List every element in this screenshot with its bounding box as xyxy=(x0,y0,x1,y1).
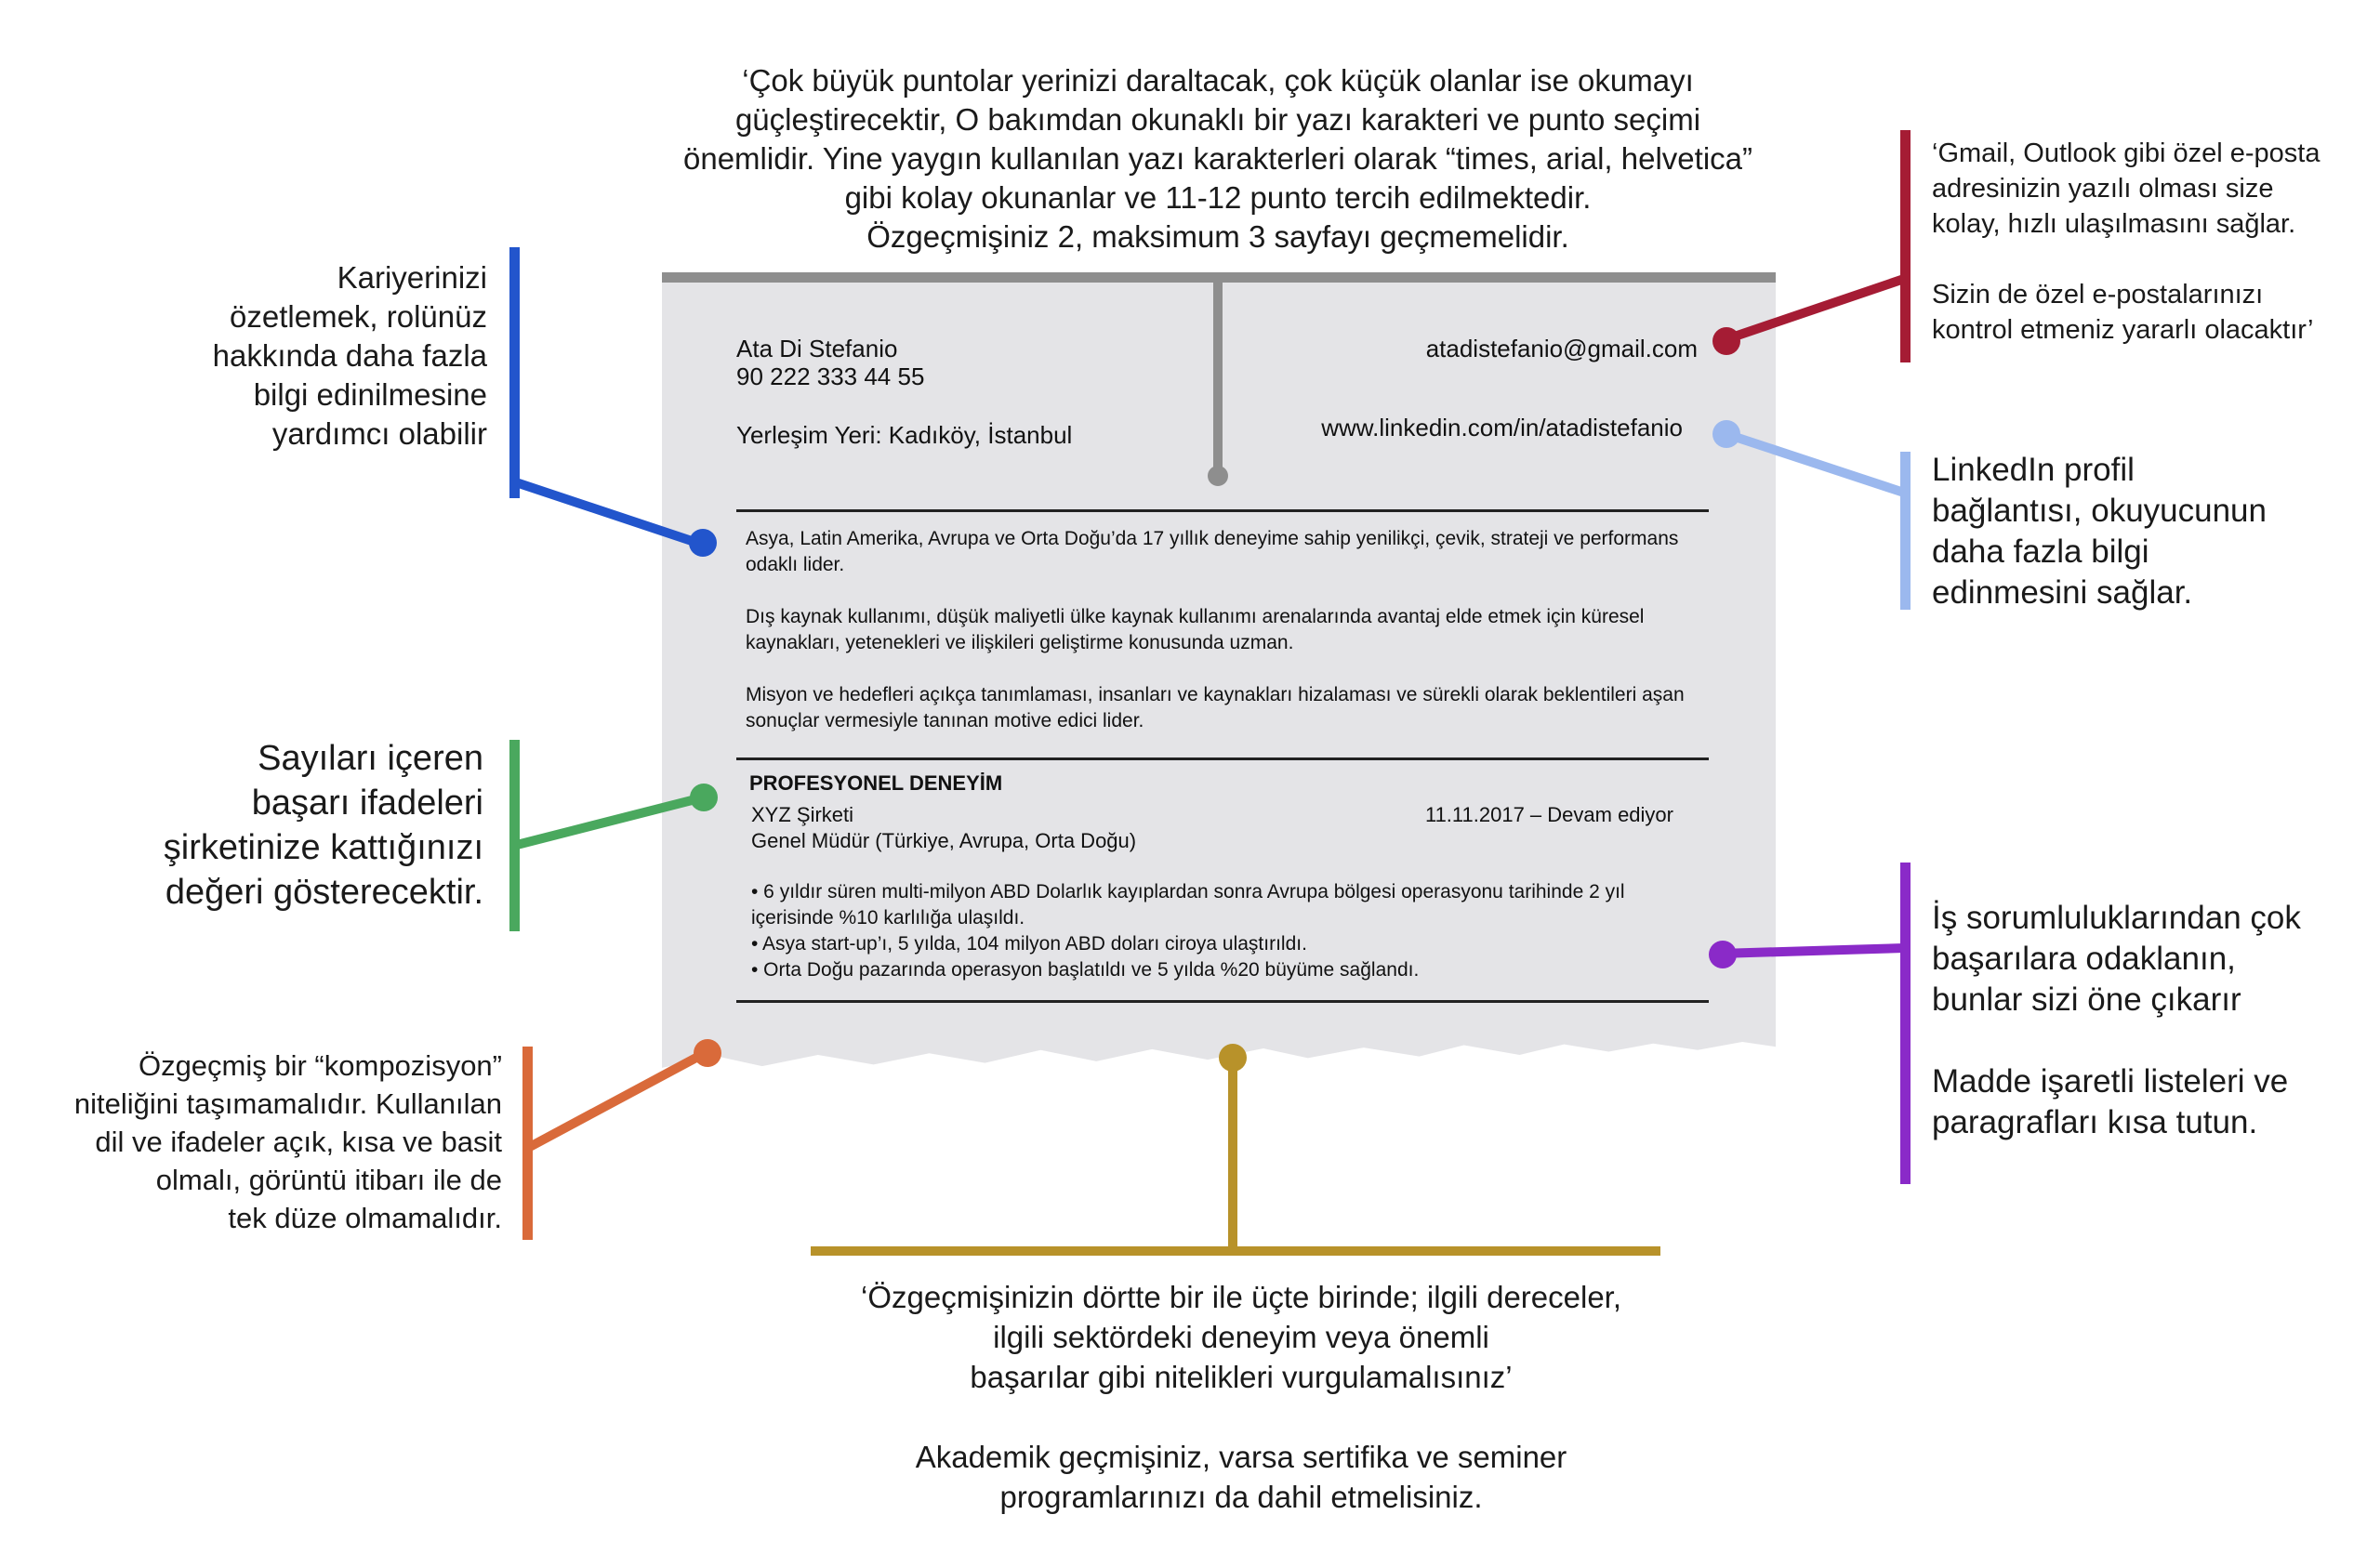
blue-dot xyxy=(689,529,717,557)
annotation-line: Sizin de özel e-postalarınızı xyxy=(1932,280,2264,310)
connector-lightblue xyxy=(1722,428,1906,497)
bullet-item: • 6 yıldır süren multi-milyon ABD Dolarl… xyxy=(751,881,1625,929)
lightblue-dot xyxy=(1712,420,1740,448)
annotation-line: gibi kolay okunanlar ve 11-12 punto terc… xyxy=(844,180,1592,215)
green-bar xyxy=(509,740,520,931)
annotation-line: değeri gösterecektir. xyxy=(165,873,483,912)
bullet-item: • Asya start-up’ı, 5 yılda, 104 milyon A… xyxy=(751,933,1307,955)
summary-paragraph: Asya, Latin Amerika, Avrupa ve Orta Doğu… xyxy=(746,528,1679,575)
company-name: XYZ Şirketi xyxy=(751,803,854,826)
bullet-item: • Orta Doğu pazarında operasyon başlatıl… xyxy=(751,959,1420,981)
green-dot xyxy=(690,784,718,811)
annotation-line: dil ve ifadeler açık, kısa ve basit xyxy=(95,1126,502,1158)
annotation-line: bilgi edinilmesine xyxy=(253,377,487,412)
annotation-line: ‘Çok büyük puntolar yerinizi daraltacak,… xyxy=(742,63,1694,98)
summary-paragraph: Dış kaynak kullanımı, düşük maliyetli ül… xyxy=(746,606,1645,653)
annotation-line: kontrol etmeniz yararlı olacaktır’ xyxy=(1932,315,2314,345)
annotation-line: Özgeçmişiniz 2, maksimum 3 sayfayı geçme… xyxy=(866,219,1569,254)
annotation-email: ‘Gmail, Outlook gibi özel e-posta adresi… xyxy=(1932,136,2369,348)
resume-location: Yerleşim Yeri: Kadıköy, İstanbul xyxy=(736,421,1073,449)
annotation-line: yardımcı olabilir xyxy=(271,416,487,451)
resume-summary: Asya, Latin Amerika, Avrupa ve Orta Doğu… xyxy=(746,526,1694,734)
connector-crimson xyxy=(1722,274,1906,345)
lightblue-bar xyxy=(1900,452,1911,610)
annotation-line: tek düze olmamalıdır. xyxy=(228,1202,502,1234)
annotation-line: ‘Özgeçmişinizin dörtte bir ile üçte biri… xyxy=(860,1280,1622,1314)
annotation-line: Kariyerinizi xyxy=(337,260,487,295)
annotation-line: özetlemek, rolünüz xyxy=(230,299,487,334)
rule-2 xyxy=(736,757,1709,760)
annotation-line: Özgeçmiş bir “kompozisyon” xyxy=(138,1049,502,1082)
annotation-line: Sayıları içeren xyxy=(258,739,483,778)
annotation-line: önemlidir. Yine yaygın kullanılan yazı k… xyxy=(682,141,1752,176)
annotation-line: bunlar sizi öne çıkarır xyxy=(1932,981,2241,1018)
annotation-line: daha fazla bilgi xyxy=(1932,533,2149,570)
annotation-line: İş sorumluluklarından çok xyxy=(1932,900,2301,936)
orange-bar xyxy=(522,1047,533,1240)
gold-dot xyxy=(1219,1044,1247,1072)
annotation-line: kolay, hızlı ulaşılmasını sağlar. xyxy=(1932,209,2296,239)
annotation-focus: İş sorumluluklarından çok başarılara oda… xyxy=(1932,898,2360,1143)
annotation-line: adresinizin yazılı olması size xyxy=(1932,174,2274,204)
purple-bar xyxy=(1900,863,1911,1184)
annotation-line: ilgili sektördeki deneyim veya önemli xyxy=(993,1320,1489,1354)
orange-dot xyxy=(694,1039,721,1067)
resume-linkedin: www.linkedin.com/in/atadistefanio xyxy=(1321,414,1683,441)
annotation-line: hakkında daha fazla xyxy=(212,338,487,373)
purple-dot xyxy=(1709,941,1737,968)
annotation-qualifications: ‘Özgeçmişinizin dörtte bir ile üçte biri… xyxy=(762,1277,1720,1517)
annotation-font-size: ‘Çok büyük puntolar yerinizi daraltacak,… xyxy=(651,61,1785,257)
annotation-line: başarılara odaklanın, xyxy=(1932,941,2236,977)
annotation-linkedin: LinkedIn profil bağlantısı, okuyucunun d… xyxy=(1932,450,2341,613)
annotation-line: başarılar gibi nitelikleri vurgulamalısı… xyxy=(970,1360,1513,1394)
annotation-line: olmalı, görüntü itibarı ile de xyxy=(155,1164,502,1196)
annotation-line: niteliğini taşımamalıdır. Kullanılan xyxy=(73,1087,502,1120)
annotation-line: başarı ifadeleri xyxy=(251,784,483,823)
gray-dot xyxy=(1208,466,1228,486)
blue-bar xyxy=(509,247,520,498)
job-role: Genel Müdür (Türkiye, Avrupa, Orta Doğu) xyxy=(751,829,1137,852)
annotation-achievements: Sayıları içeren başarı ifadeleri şirketi… xyxy=(93,736,483,915)
annotation-line: güçleştirecektir, O bakımdan okunaklı bi… xyxy=(734,102,1701,137)
annotation-line: paragrafları kısa tutun. xyxy=(1932,1104,2258,1140)
annotation-line: bağlantısı, okuyucunun xyxy=(1932,493,2267,529)
annotation-line: ‘Gmail, Outlook gibi özel e-posta xyxy=(1932,138,2320,168)
experience-heading: PROFESYONEL DENEYİM xyxy=(749,771,1003,795)
annotation-line: şirketinize kattığınızı xyxy=(163,828,483,867)
resume-phone: 90 222 333 44 55 xyxy=(736,362,925,390)
connector-orange xyxy=(523,1047,709,1153)
job-dates: 11.11.2017 – Devam ediyor xyxy=(1424,803,1673,826)
connector-purple xyxy=(1719,943,1905,958)
annotation-composition: Özgeçmiş bir “kompozisyon” niteliğini ta… xyxy=(9,1047,502,1237)
resume-name: Ata Di Stefanio xyxy=(736,335,898,362)
rule-1 xyxy=(736,509,1709,512)
rule-3 xyxy=(736,1000,1709,1003)
connector-green xyxy=(511,793,705,850)
annotation-line: edinmesini sağlar. xyxy=(1932,574,2193,611)
annotation-career-summary: Kariyerinizi özetlemek, rolünüz hakkında… xyxy=(139,258,487,454)
connector-blue xyxy=(511,477,705,549)
annotation-line: Akademik geçmişiniz, varsa sertifika ve … xyxy=(915,1440,1567,1474)
resume-email: atadistefanio@gmail.com xyxy=(1425,335,1698,362)
achievement-list: • 6 yıldır süren multi-milyon ABD Dolarl… xyxy=(751,879,1625,983)
annotation-line: LinkedIn profil xyxy=(1932,452,2135,488)
annotation-line: Madde işaretli listeleri ve xyxy=(1932,1063,2289,1100)
crimson-dot xyxy=(1712,327,1740,355)
resume-top-bar xyxy=(662,272,1776,283)
annotation-line: programlarınızı da dahil etmelisiniz. xyxy=(999,1480,1483,1514)
crimson-bar xyxy=(1900,130,1911,362)
summary-paragraph: Misyon ve hedefleri açıkça tanımlaması, … xyxy=(746,684,1685,731)
